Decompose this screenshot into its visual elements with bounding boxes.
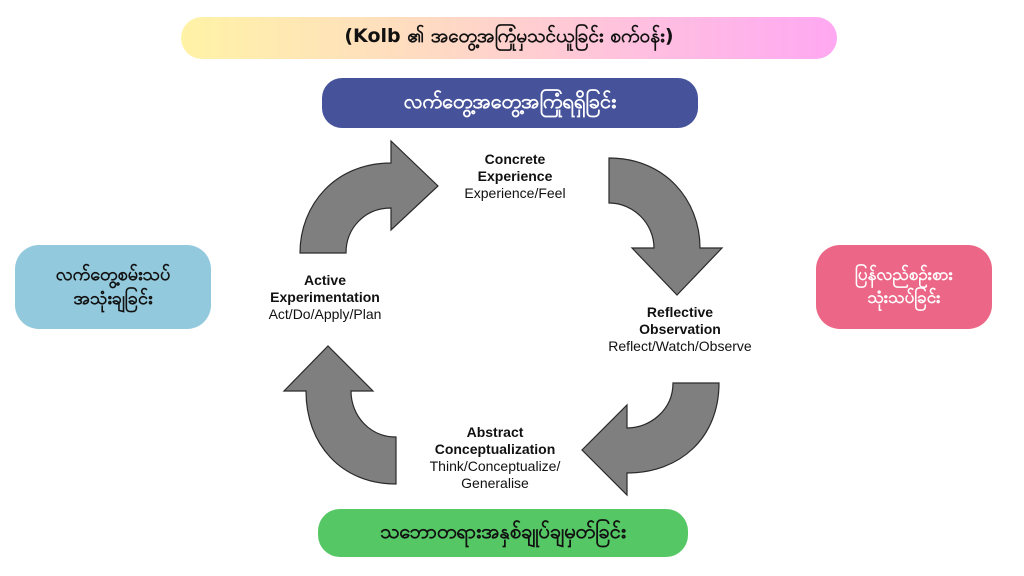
- label-active-experimentation: Active Experimentation Act/Do/Apply/Plan: [240, 272, 410, 323]
- ac-title-1: Abstract: [466, 424, 524, 440]
- ae-title-2: Experimentation: [270, 289, 380, 305]
- arrow-ac-to-ae-icon: [282, 345, 397, 485]
- ac-subtitle-2: Generalise: [461, 475, 529, 491]
- ac-title-2: Conceptualization: [434, 441, 556, 457]
- label-concrete-experience: Concrete Experience Experience/Feel: [440, 151, 590, 202]
- arrow-ro-to-ac-icon: [581, 382, 720, 497]
- stage-abstract-conceptualization-mm: သဘောတရားအနှစ်ချုပ်ချမှတ်ခြင်း: [318, 509, 688, 557]
- ce-title-2: Experience: [477, 168, 553, 184]
- stage-right-line-2: သုံးသပ်ခြင်း: [867, 288, 941, 308]
- stage-concrete-experience-mm: လက်တွေ့အတွေ့အကြုံရရှိခြင်း: [322, 78, 698, 128]
- ro-subtitle: Reflect/Watch/Observe: [608, 338, 752, 354]
- stage-top-text: လက်တွေ့အတွေ့အကြုံရရှိခြင်း: [403, 89, 617, 113]
- arrow-ce-to-ro-icon: [608, 157, 724, 296]
- ae-title-1: Active: [303, 272, 347, 288]
- ro-title-1: Reflective: [646, 304, 714, 320]
- stage-left-line-1: လက်တွေ့စမ်းသပ်: [55, 263, 171, 285]
- ae-subtitle: Act/Do/Apply/Plan: [268, 306, 382, 322]
- arrow-ae-to-ce-icon: [299, 139, 439, 254]
- stage-bottom-text: သဘောတရားအနှစ်ချုပ်ချမှတ်ခြင်း: [380, 519, 626, 543]
- diagram-title-text: (Kolb ၏ အတွေ့အကြုံမှသင်ယူခြင်း စက်ဝန်း): [344, 25, 674, 47]
- ce-title-1: Concrete: [484, 151, 546, 167]
- label-reflective-observation: Reflective Observation Reflect/Watch/Obs…: [580, 304, 780, 355]
- stage-reflective-observation-mm: ပြန်လည်စဉ်းစား သုံးသပ်ခြင်း: [816, 245, 992, 329]
- stage-active-experimentation-mm: လက်တွေ့စမ်းသပ် အသုံးချခြင်း: [15, 245, 211, 329]
- ro-title-2: Observation: [639, 321, 721, 337]
- label-abstract-conceptualization: Abstract Conceptualization Think/Concept…: [400, 424, 590, 492]
- diagram-title: (Kolb ၏ အတွေ့အကြုံမှသင်ယူခြင်း စက်ဝန်း): [181, 17, 837, 59]
- ac-subtitle-1: Think/Conceptualize/: [429, 458, 561, 474]
- stage-right-line-1: ပြန်လည်စဉ်းစား: [855, 265, 953, 286]
- stage-left-line-2: အသုံးချခြင်း: [73, 288, 153, 309]
- ce-subtitle: Experience/Feel: [464, 185, 566, 201]
